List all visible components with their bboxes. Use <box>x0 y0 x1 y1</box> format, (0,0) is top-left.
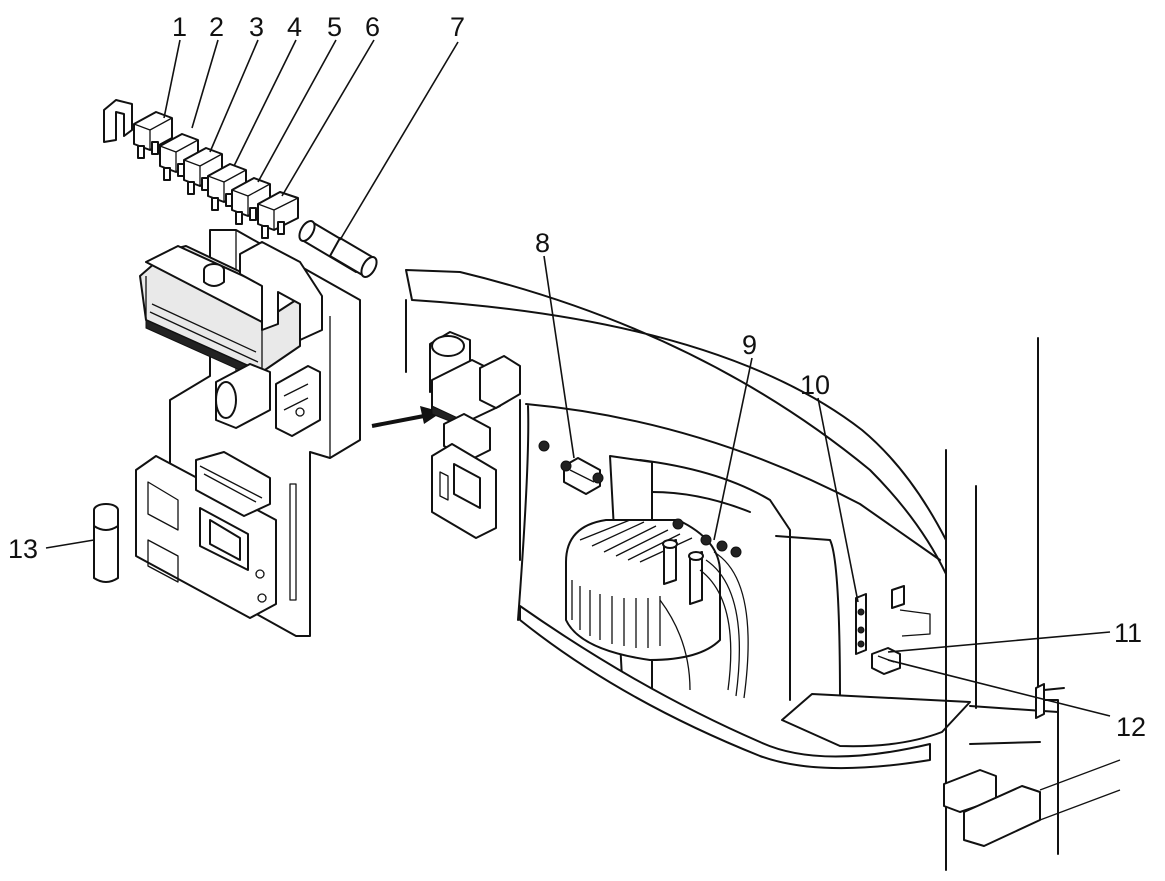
relay-8 <box>538 440 604 495</box>
callout-4: 4 <box>287 12 302 42</box>
fuse-box-installed <box>429 331 521 539</box>
callout-2: 2 <box>209 12 224 42</box>
blade-fuse-7 <box>257 191 299 239</box>
callout-11: 11 <box>1114 618 1142 648</box>
callout-7: 7 <box>450 12 465 42</box>
transformer-heatsink <box>565 519 749 699</box>
callout-12: 12 <box>1116 712 1146 742</box>
terminal-block-9 <box>672 518 742 558</box>
connector-10 <box>855 585 931 655</box>
fuse-box-assembly <box>135 229 361 637</box>
leader-lines <box>45 39 1111 717</box>
callout-13: 13 <box>8 534 38 564</box>
callout-10: 10 <box>800 370 830 400</box>
blade-fuse-row <box>133 111 299 239</box>
callout-6: 6 <box>365 12 380 42</box>
callout-labels: 1 2 3 4 5 6 7 8 9 10 11 12 13 <box>8 12 1146 742</box>
cartridge-fuse-13 <box>93 503 119 583</box>
blade-fuse-2 <box>133 111 173 159</box>
callout-9: 9 <box>742 330 757 360</box>
callout-5: 5 <box>327 12 342 42</box>
callout-3: 3 <box>249 12 264 42</box>
glass-fuse-7 <box>298 220 378 278</box>
fuse-jumper-clip <box>103 99 133 143</box>
callout-8: 8 <box>535 228 550 258</box>
main-chassis <box>405 269 1121 871</box>
callout-1: 1 <box>172 12 187 42</box>
